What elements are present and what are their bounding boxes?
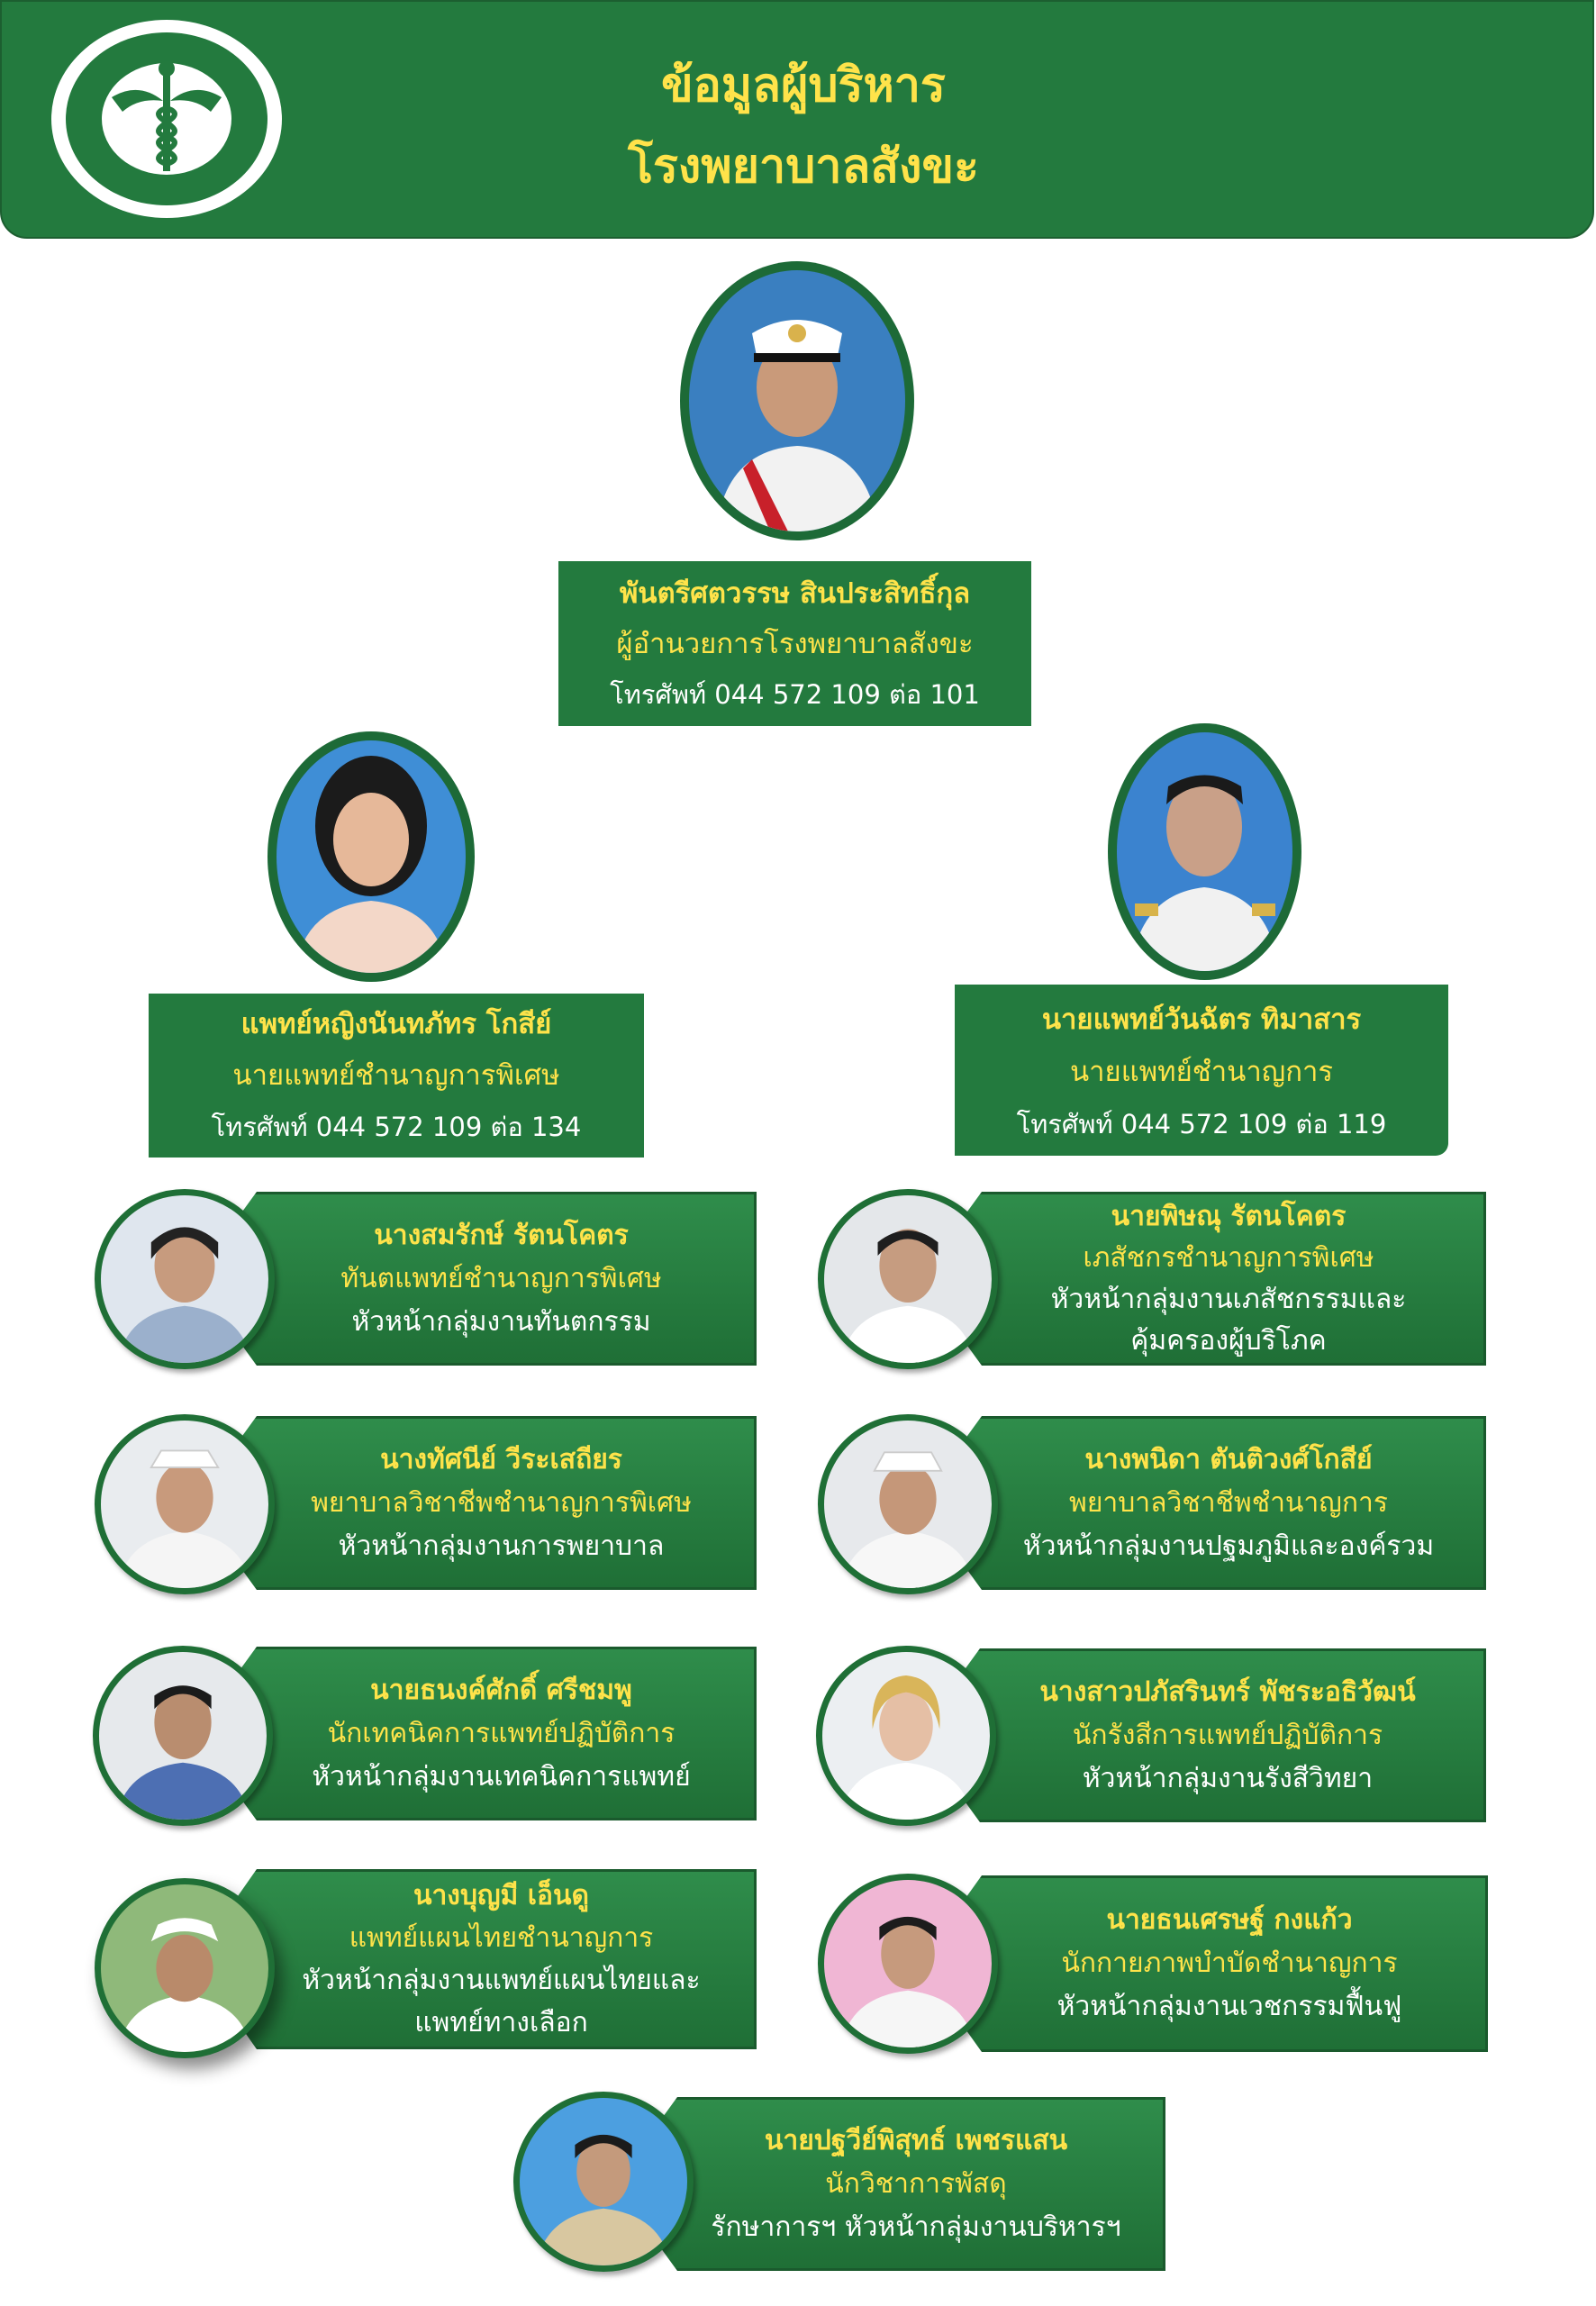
staff-card-medtech: นายธนงค์ศักดิ์ ศรีชมพู นักเทคนิคการแพทย์… bbox=[194, 1647, 757, 1820]
staff-photo-dental bbox=[95, 1189, 275, 1369]
director-info: พันตรีศตวรรษ สินประสิทธิ์กุล ผู้อำนวยการ… bbox=[558, 561, 1031, 726]
deputy-right-info: นายแพทย์วันฉัตร ทิมาสาร นายแพทย์ชำนาญการ… bbox=[955, 985, 1448, 1156]
deputy-left-name: แพทย์หญิงนันทภัทร โกสีย์ bbox=[240, 1008, 552, 1040]
staff-position: ทันตแพทย์ชำนาญการพิเศษ bbox=[340, 1262, 662, 1294]
deputy-left-photo bbox=[268, 731, 475, 982]
staff-position: พยาบาลวิชาชีพชำนาญการพิเศษ bbox=[311, 1486, 692, 1519]
staff-position: เภสัชกรชำนาญการพิเศษ bbox=[1083, 1241, 1374, 1274]
director-position: ผู้อำนวยการโรงพยาบาลสังขะ bbox=[616, 628, 974, 660]
staff-card-dental: นางสมรักษ์ รัตนโคตร ทันตแพทย์ชำนาญการพิเ… bbox=[194, 1192, 757, 1366]
staff-role-line2: แพทย์ทางเลือก bbox=[414, 2007, 588, 2038]
deputy-right-photo bbox=[1108, 723, 1301, 980]
staff-photo-medtech bbox=[93, 1646, 273, 1826]
staff-position: นักกายภาพบำบัดชำนาญการ bbox=[1061, 1947, 1398, 1979]
staff-photo-pharmacy bbox=[818, 1189, 998, 1369]
staff-name: นางสมรักษ์ รัตนโคตร bbox=[374, 1219, 629, 1251]
staff-name: นายพิษณุ รัตนโคตร bbox=[1111, 1200, 1347, 1232]
staff-photo-primary-care bbox=[818, 1414, 998, 1594]
director-phone: โทรศัพท์ 044 572 109 ต่อ 101 bbox=[610, 679, 980, 710]
staff-role: หัวหน้ากลุ่มงานปฐมภูมิและองค์รวม bbox=[1022, 1530, 1435, 1562]
deputy-left-phone: โทรศัพท์ 044 572 109 ต่อ 134 bbox=[211, 1112, 582, 1142]
header-title-line2: โรงพยาบาลสังขะ bbox=[628, 140, 979, 194]
staff-card-rehab: นายธนเศรษฐ์ กงแก้ว นักกายภาพบำบัดชำนาญกา… bbox=[919, 1875, 1488, 2052]
deputy-right-phone: โทรศัพท์ 044 572 109 ต่อ 119 bbox=[1016, 1109, 1387, 1139]
staff-position: นักเทคนิคการแพทย์ปฏิบัติการ bbox=[327, 1717, 676, 1749]
staff-name: นายปฐวีย์พิสุทธ์ เพชรแสน bbox=[764, 2124, 1068, 2156]
staff-role: หัวหน้ากลุ่มงานทันตกรรม bbox=[351, 1305, 651, 1338]
staff-photo-rehab bbox=[818, 1874, 998, 2054]
header-banner: ข้อมูลผู้บริหาร โรงพยาบาลสังขะ bbox=[0, 0, 1594, 239]
staff-role: หัวหน้ากลุ่มงานเทคนิคการแพทย์ bbox=[312, 1760, 691, 1793]
staff-card-thai-medicine: นางบุญมี เอ็นดู แพทย์แผนไทยชำนาญการ หัวห… bbox=[194, 1869, 757, 2049]
staff-card-supplies: นายปฐวีย์พิสุทธ์ เพชรแสน นักวิชาการพัสดุ… bbox=[614, 2097, 1165, 2271]
staff-role: รักษาการฯ หัวหน้ากลุ่มงานบริหารฯ bbox=[711, 2211, 1121, 2243]
staff-name: นางสาวปภัสรินทร์ พัชระอธิวัฒน์ bbox=[1039, 1675, 1416, 1708]
staff-card-primary-care: นางพนิดา ตันติวงศ์โกสีย์ พยาบาลวิชาชีพชำ… bbox=[919, 1416, 1486, 1590]
staff-name: นายธนงค์ศักดิ์ ศรีชมพู bbox=[370, 1674, 632, 1706]
director-photo bbox=[680, 261, 914, 540]
staff-photo-nursing bbox=[95, 1414, 275, 1594]
deputy-left-position: นายแพทย์ชำนาญการพิเศษ bbox=[232, 1059, 560, 1092]
deputy-left-info: แพทย์หญิงนันทภัทร โกสีย์ นายแพทย์ชำนาญกา… bbox=[149, 994, 644, 1158]
staff-position: นักรังสีการแพทย์ปฏิบัติการ bbox=[1072, 1719, 1383, 1751]
staff-name: นางทัศนีย์ วีระเสถียร bbox=[380, 1443, 622, 1475]
header-title-line1: ข้อมูลผู้บริหาร bbox=[661, 59, 946, 113]
director-name: พันตรีศตวรรษ สินประสิทธิ์กุล bbox=[619, 577, 971, 610]
staff-name: นางบุญมี เอ็นดู bbox=[413, 1880, 590, 1911]
staff-card-nursing: นางทัศนีย์ วีระเสถียร พยาบาลวิชาชีพชำนาญ… bbox=[194, 1416, 757, 1590]
staff-position: นักวิชาการพัสดุ bbox=[825, 2167, 1007, 2200]
deputy-right-position: นายแพทย์ชำนาญการ bbox=[1069, 1056, 1334, 1088]
staff-photo-thai-medicine bbox=[95, 1878, 275, 2058]
staff-role-line2: คุ้มครองผู้บริโภค bbox=[1130, 1324, 1327, 1357]
staff-role: หัวหน้ากลุ่มงานการพยาบาล bbox=[338, 1530, 665, 1562]
deputy-right-name: นายแพทย์วันฉัตร ทิมาสาร bbox=[1041, 1003, 1362, 1036]
staff-role: หัวหน้ากลุ่มงานเภสัชกรรมและ bbox=[1050, 1283, 1407, 1315]
staff-position: แพทย์แผนไทยชำนาญการ bbox=[349, 1922, 654, 1954]
staff-name: นางพนิดา ตันติวงศ์โกสีย์ bbox=[1084, 1443, 1373, 1475]
staff-position: พยาบาลวิชาชีพชำนาญการ bbox=[1069, 1486, 1388, 1519]
staff-role: หัวหน้ากลุ่มงานรังสีวิทยา bbox=[1082, 1762, 1374, 1794]
staff-name: นายธนเศรษฐ์ กงแก้ว bbox=[1106, 1904, 1353, 1936]
staff-photo-radiology bbox=[816, 1646, 996, 1826]
staff-card-pharmacy: นายพิษณุ รัตนโคตร เภสัชกรชำนาญการพิเศษ ห… bbox=[919, 1192, 1486, 1366]
staff-role: หัวหน้ากลุ่มงานเวชกรรมฟื้นฟู bbox=[1056, 1991, 1402, 2022]
staff-card-radiology: นางสาวปภัสรินทร์ พัชระอธิวัฒน์ นักรังสีก… bbox=[917, 1648, 1486, 1822]
ministry-logo bbox=[49, 18, 285, 221]
staff-role: หัวหน้ากลุ่มงานแพทย์แผนไทยและ bbox=[302, 1965, 701, 1996]
staff-photo-supplies bbox=[513, 2092, 694, 2272]
